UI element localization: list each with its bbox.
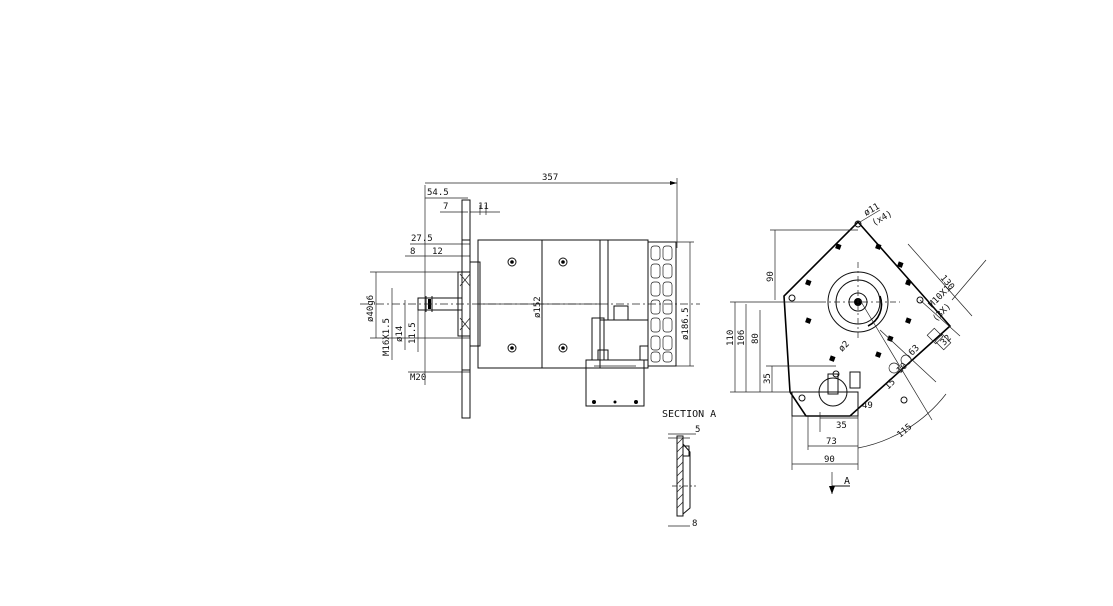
dim-overall-length: 357	[542, 173, 558, 183]
side-view: 357 54.5 7 11 27.5 8 12 ø40g6 M16X1.5 ø1…	[360, 173, 700, 419]
dim-section-8: 8	[692, 519, 697, 529]
dim-flange-thickness: 7	[443, 202, 448, 212]
dim-35b: 35	[836, 421, 847, 431]
dim-35: 35	[763, 373, 773, 384]
dim-110: 110	[726, 330, 736, 346]
dim-a: ø2	[837, 339, 852, 354]
dim-section-5: 5	[695, 425, 700, 435]
dim-90-top: 90	[766, 271, 776, 282]
dim-11-5: 11.5	[408, 322, 418, 344]
dim-cooler-dia: ø186.5	[681, 307, 691, 340]
dim-thread-m16: M16X1.5	[382, 318, 392, 356]
dim-73: 73	[826, 437, 837, 447]
section-a: SECTION A 5 8	[662, 409, 716, 529]
dim-tab: 11	[478, 202, 489, 212]
dim-106: 106	[737, 330, 747, 346]
front-view: ø11 (x4) 90 110 106 80 35 130 M10X1 (3X)…	[726, 202, 987, 494]
section-title: SECTION A	[662, 409, 716, 420]
dim-15: 15	[883, 377, 898, 392]
dim-shaft-dia: ø40g6	[366, 295, 376, 322]
dim-8: 8	[410, 247, 415, 257]
dim-90-bottom: 90	[824, 455, 835, 465]
dim-thread-m20: M20	[410, 373, 426, 383]
dim-115: 115	[896, 422, 915, 440]
dim-body-dia: ø152	[533, 296, 543, 318]
dim-27-5: 27.5	[411, 234, 433, 244]
dim-shaft-small: ø14	[395, 326, 405, 342]
section-marker: A	[844, 476, 850, 487]
dim-49: 49	[862, 401, 873, 411]
dim-80: 80	[751, 333, 761, 344]
dim-flange-offset: 54.5	[427, 188, 449, 198]
dim-12: 12	[432, 247, 443, 257]
